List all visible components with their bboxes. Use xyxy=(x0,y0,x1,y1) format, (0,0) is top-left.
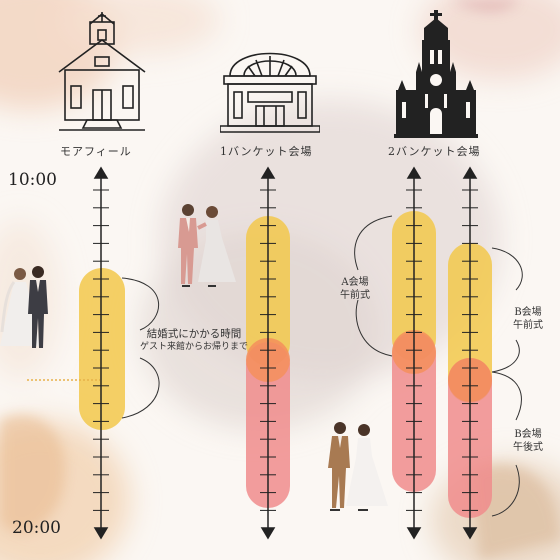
chapel-icon xyxy=(58,12,146,131)
axis-chapel xyxy=(93,166,109,540)
bracket-b-pm xyxy=(491,371,522,517)
bracket-a-am xyxy=(354,215,393,357)
b-venue-am-line2: 午前式 xyxy=(513,320,543,331)
arrow-down-icon xyxy=(260,527,276,540)
bracket-b-am xyxy=(491,247,523,373)
arrow-down-icon xyxy=(462,527,478,540)
b-venue-pm-line1: B会場 xyxy=(514,429,542,440)
arrow-up-icon xyxy=(462,166,478,179)
bracket-duration xyxy=(121,277,160,419)
couple-dancing-illustration xyxy=(178,204,236,287)
duration-note: 結婚式にかかる時間 ゲスト来館からお帰りまで xyxy=(124,328,264,354)
axis-banquet-2a xyxy=(406,166,422,540)
cathedral-icon xyxy=(394,10,478,138)
axis-banquet-1 xyxy=(260,166,276,540)
arrow-up-icon xyxy=(260,166,276,179)
venue-label-banquet-1: 1バンケット会場 xyxy=(220,145,313,158)
duration-note-line2: ゲスト来館からお帰りまで xyxy=(139,342,248,352)
b-venue-am-line1: B会場 xyxy=(514,307,542,318)
walking-couple-illustration xyxy=(328,422,388,511)
a-venue-label: A会場 xyxy=(341,277,369,288)
b-venue-pm-line2: 午後式 xyxy=(513,442,543,453)
arrow-down-icon xyxy=(93,527,109,540)
arrow-down-icon xyxy=(406,527,422,540)
end-time-label: 20:00 xyxy=(12,518,61,538)
b-venue-pm-note: B会場 午後式 xyxy=(500,428,556,454)
a-venue-am-label: 午前式 xyxy=(340,290,370,301)
venue-label-banquet-2: 2バンケット会場 xyxy=(388,145,481,158)
banquet-hall-icon xyxy=(220,52,320,133)
venue-label-chapel: モアフィール xyxy=(60,145,132,158)
a-venue-am-note: A会場 午前式 xyxy=(330,276,380,302)
duration-note-line1: 結婚式にかかる時間 xyxy=(146,328,242,340)
bar-chapel-yellow xyxy=(79,268,125,430)
b-venue-am-note: B会場 午前式 xyxy=(500,306,556,332)
arrow-up-icon xyxy=(93,166,109,179)
arrow-up-icon xyxy=(406,166,422,179)
bride-groom-illustration xyxy=(0,266,48,348)
axis-banquet-2b xyxy=(462,166,478,540)
start-time-label: 10:00 xyxy=(8,170,57,190)
